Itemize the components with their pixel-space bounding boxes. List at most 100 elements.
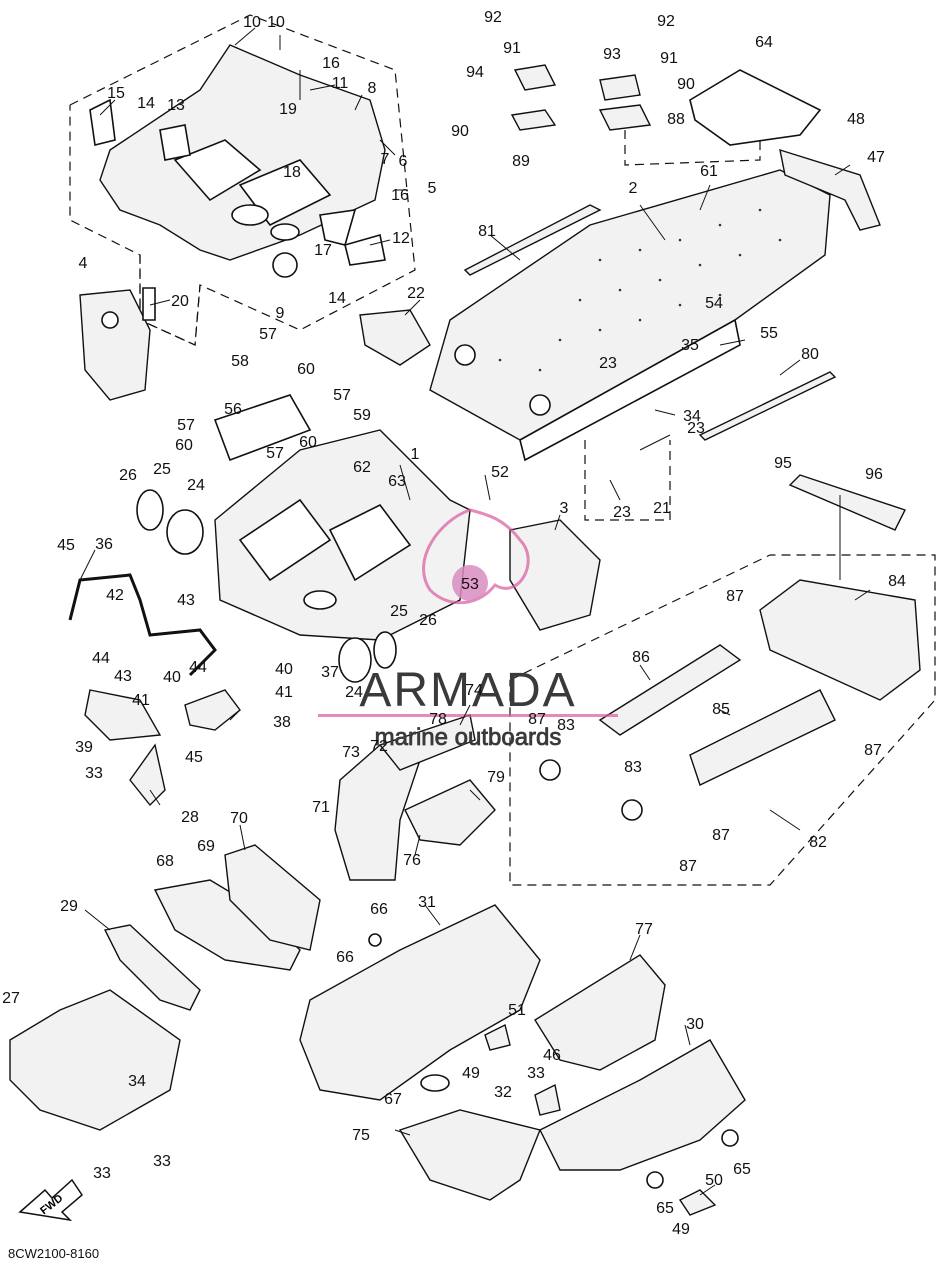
bracket-4 <box>79 287 156 401</box>
callout-label: 77 <box>635 921 653 938</box>
callout-label: 23 <box>599 355 617 372</box>
bumper-36 <box>68 573 217 677</box>
strip-80 <box>698 371 837 441</box>
fwd-arrow-icon <box>18 1178 83 1222</box>
callout-label: 87 <box>864 742 882 759</box>
callout-label: 25 <box>390 603 408 620</box>
watermark-tagline: marine outboards <box>375 724 562 751</box>
cap-65-b <box>646 1171 664 1189</box>
callout-label: 87 <box>726 588 744 605</box>
callout-label: 74 <box>465 682 483 699</box>
bracket-3 <box>509 519 601 631</box>
callout-label: 14 <box>328 290 346 307</box>
callout-label: 9 <box>276 305 285 322</box>
callout-label: 78 <box>429 711 447 728</box>
ring-25 <box>136 489 164 531</box>
grommet-67 <box>420 1074 450 1092</box>
callout-label: 93 <box>603 46 621 63</box>
side-cover-77 <box>534 954 666 1071</box>
bracket-32 <box>534 1083 561 1116</box>
callout-label: 69 <box>197 838 215 855</box>
clip-88 <box>598 104 652 131</box>
callout-label: 8 <box>368 80 377 97</box>
callout-label: 46 <box>543 1047 561 1064</box>
cap-65 <box>721 1129 739 1147</box>
callout-label: 81 <box>478 223 496 240</box>
cover-64 <box>689 69 822 146</box>
callout-label: 26 <box>119 467 137 484</box>
shroud-31 <box>299 904 541 1101</box>
rail-86 <box>598 644 742 736</box>
clip-94 <box>513 64 557 91</box>
callout-label: 52 <box>491 464 509 481</box>
side-cover-75 <box>398 1109 541 1201</box>
watermark-badge-number: 53 <box>461 576 479 593</box>
callout-label: 63 <box>388 473 406 490</box>
callout-label: 56 <box>224 401 242 418</box>
callout-label: 62 <box>353 459 371 476</box>
callout-label: 95 <box>774 455 792 472</box>
callout-label: 61 <box>700 163 718 180</box>
group-box-tunnel <box>624 130 761 166</box>
callout-label: 50 <box>705 1172 723 1189</box>
callout-label: 25 <box>153 461 171 478</box>
callout-label: 23 <box>687 420 705 437</box>
rail-85 <box>689 689 836 786</box>
callout-label: 60 <box>175 437 193 454</box>
callout-label: 55 <box>760 325 778 342</box>
watermark-rule <box>318 714 618 717</box>
callout-label: 7 <box>381 151 390 168</box>
callout-label: 80 <box>801 346 819 363</box>
panel-79-76 <box>404 779 496 846</box>
callout-label: 31 <box>418 894 436 911</box>
callout-label: 47 <box>867 149 885 166</box>
cover-84 <box>759 579 921 701</box>
callout-label: 57 <box>333 387 351 404</box>
callout-label: 5 <box>428 180 437 197</box>
callout-label: 65 <box>733 1161 751 1178</box>
callout-label: 16 <box>391 187 409 204</box>
group-box-bracket-21 <box>584 440 671 521</box>
callout-label: 44 <box>92 650 110 667</box>
callout-label: 20 <box>171 293 189 310</box>
callout-label: 12 <box>392 230 410 247</box>
callout-label: 70 <box>230 810 248 827</box>
callout-label: 57 <box>177 417 195 434</box>
callout-label: 71 <box>312 799 330 816</box>
callout-label: 18 <box>283 164 301 181</box>
callout-label: 94 <box>466 64 484 81</box>
boot-24 <box>166 509 204 555</box>
callout-label: 60 <box>299 434 317 451</box>
strip-81 <box>463 204 602 276</box>
callout-label: 41 <box>275 684 293 701</box>
watermark-badge <box>452 565 488 601</box>
callout-label: 37 <box>321 664 339 681</box>
main-frame-1 <box>213 394 471 641</box>
callout-label: 83 <box>557 717 575 734</box>
side-cover-30 <box>539 1039 746 1171</box>
panel-70 <box>224 844 321 951</box>
callout-label: 33 <box>153 1153 171 1170</box>
callout-label: 59 <box>353 407 371 424</box>
callout-label: 92 <box>657 13 675 30</box>
callout-label: 42 <box>106 587 124 604</box>
mount-83 <box>539 759 561 781</box>
callout-label: 19 <box>279 101 297 118</box>
ring-25-b <box>373 631 397 669</box>
callout-label: 58 <box>231 353 249 370</box>
callout-label: 54 <box>705 295 723 312</box>
callout-label: 44 <box>189 659 207 676</box>
callout-label: 68 <box>156 853 174 870</box>
callout-label: 43 <box>177 592 195 609</box>
callout-label: 33 <box>527 1065 545 1082</box>
tunnel-2 <box>429 169 831 462</box>
callout-label: 65 <box>656 1200 674 1217</box>
callout-label: 10 <box>267 14 285 31</box>
callout-label: 16 <box>322 55 340 72</box>
callout-label: 27 <box>2 990 20 1007</box>
callout-label: 17 <box>314 242 332 259</box>
callout-label: 88 <box>667 111 685 128</box>
callout-label: 83 <box>624 759 642 776</box>
callout-label: 51 <box>508 1002 526 1019</box>
